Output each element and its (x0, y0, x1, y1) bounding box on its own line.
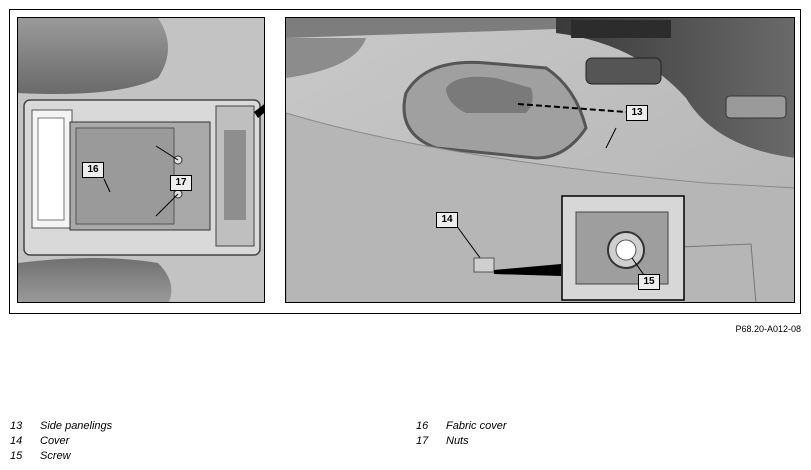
figure-frame: 16 17 (9, 9, 801, 314)
legend-number: 14 (10, 434, 23, 447)
callout-13: 13 (626, 105, 648, 121)
legend-label: Nuts (446, 434, 469, 447)
legend-row: 16 Fabric cover (416, 418, 507, 433)
callout-15: 15 (638, 274, 660, 290)
legend-number: 15 (10, 449, 23, 462)
figure-id: P68.20-A012-08 (735, 324, 801, 334)
legend-number: 16 (416, 419, 429, 432)
legend-row: 13 Side panelings (10, 418, 112, 433)
legend-label: Screw (40, 449, 71, 462)
console-top-view-illustration (18, 18, 264, 302)
legend-number: 13 (10, 419, 23, 432)
legend-left: 13 Side panelings 14 Cover 15 Screw (10, 418, 112, 463)
console-top-view-panel: 16 17 (17, 17, 265, 303)
legend-row: 17 Nuts (416, 433, 507, 448)
legend-label: Side panelings (40, 419, 113, 432)
side-paneling-view-panel: 13 14 15 (285, 17, 795, 303)
legend-number: 17 (416, 434, 429, 447)
legend-label: Cover (40, 434, 70, 447)
legend-right: 16 Fabric cover 17 Nuts (416, 418, 507, 448)
legend-label: Fabric cover (446, 419, 507, 432)
side-paneling-illustration (286, 18, 794, 302)
callout-14: 14 (436, 212, 458, 228)
legend-row: 15 Screw (10, 448, 112, 463)
callout-17: 17 (170, 175, 192, 191)
legend-row: 14 Cover (10, 433, 112, 448)
callout-16: 16 (82, 162, 104, 178)
